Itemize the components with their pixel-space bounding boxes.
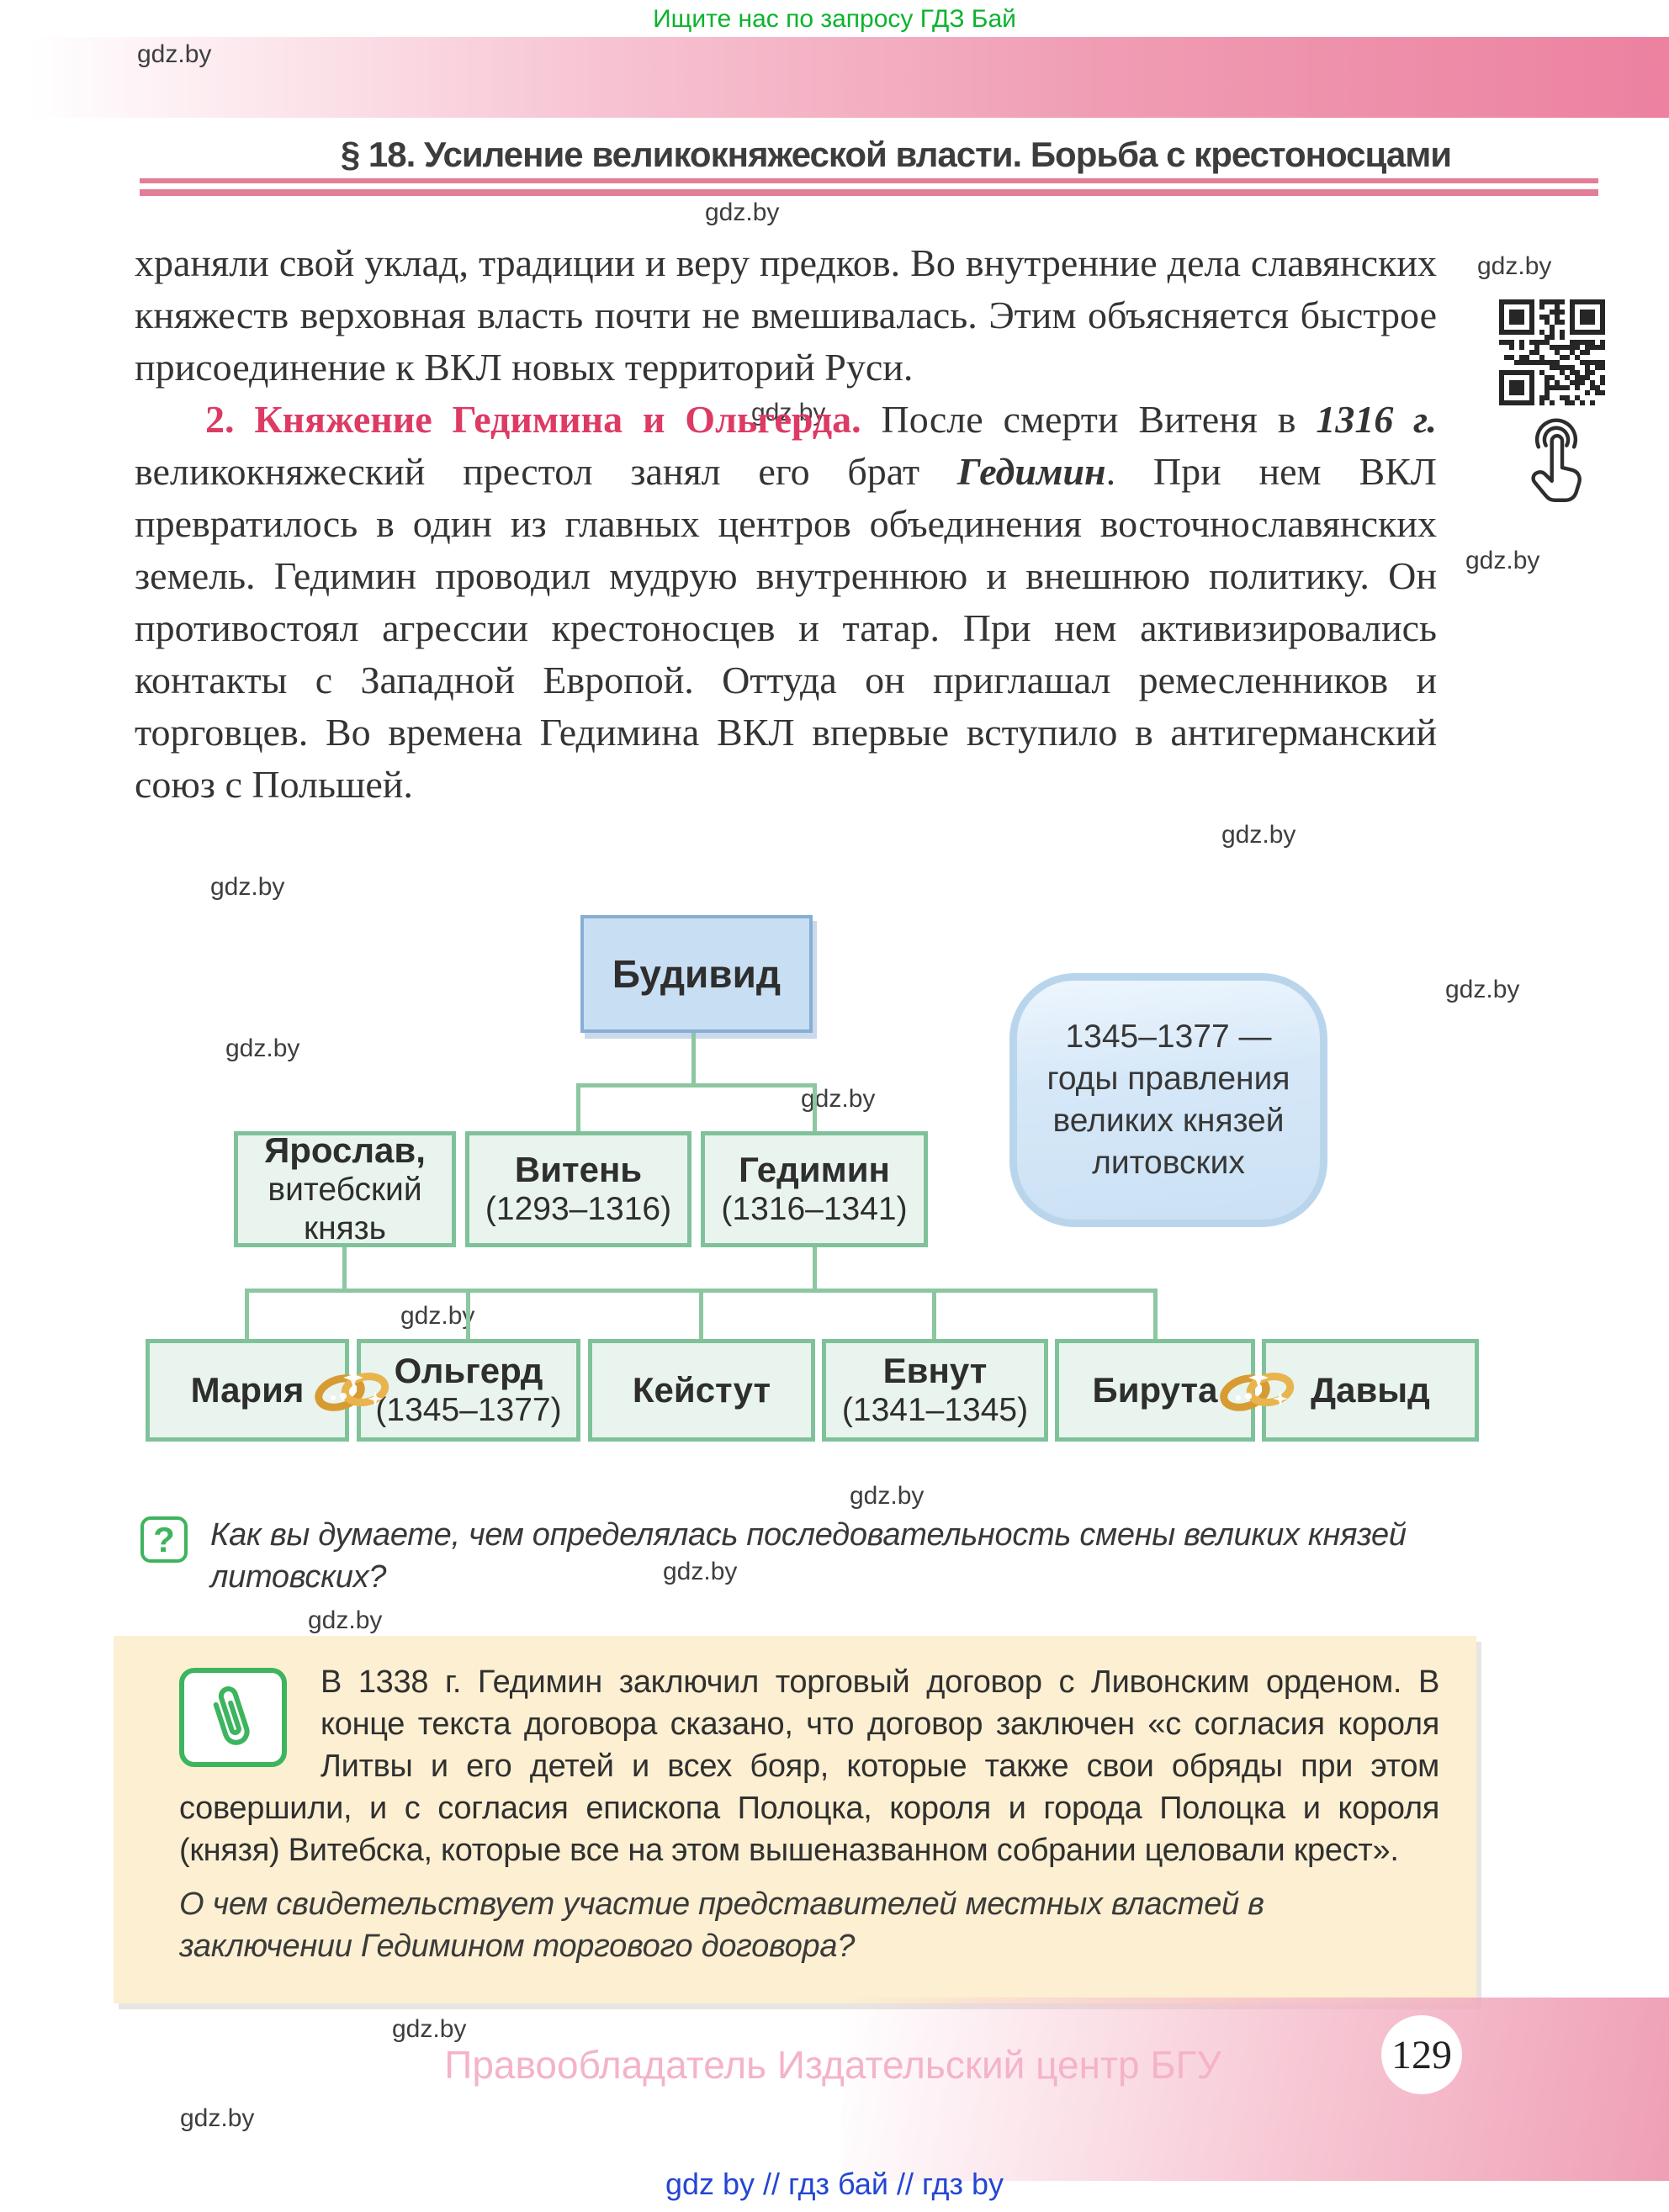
- watermark: gdz.by: [308, 1606, 383, 1634]
- watermark: gdz.by: [850, 1482, 925, 1510]
- promo-banner: Ищите нас по запросу ГДЗ Бай: [653, 5, 1016, 33]
- article-text: храняли свой уклад, традиции и веру пред…: [135, 237, 1437, 811]
- watermark: gdz.by: [210, 873, 285, 901]
- wedding-rings-icon: [1215, 1366, 1302, 1415]
- watermark: gdz.by: [180, 2104, 255, 2132]
- tree-connector: [576, 1083, 580, 1131]
- callout-bubble: 1345–1377 — годы правления великих князе…: [1009, 973, 1327, 1227]
- callout-line: 1345–1377 —: [1065, 1019, 1272, 1055]
- tree-connector: [576, 1083, 817, 1087]
- watermark: gdz.by: [1221, 821, 1296, 849]
- tree-node-name: Мария: [190, 1370, 305, 1410]
- tree-node-name: Бирута: [1092, 1370, 1218, 1410]
- tree-node-davyd: Давыд: [1262, 1339, 1479, 1442]
- tree-node-dates: (1316–1341): [721, 1191, 908, 1227]
- tree-node-name: Будивид: [612, 952, 782, 996]
- watermark: gdz.by: [137, 40, 212, 68]
- tree-node-budivid: Будивид: [580, 915, 813, 1033]
- tree-connector: [813, 1247, 817, 1289]
- wedding-rings-icon: [310, 1366, 397, 1415]
- question-mark-icon: ?: [140, 1516, 188, 1563]
- tree-node-evnut: Евнут (1341–1345): [822, 1339, 1048, 1442]
- watermark: gdz.by: [1477, 252, 1552, 280]
- source-quote: В 1338 г. Гедимин заключил торговый дого…: [179, 1664, 1439, 1868]
- tree-node-name: Ярослав,: [264, 1130, 426, 1170]
- tree-node-subtitle: витебский: [268, 1172, 422, 1208]
- divider-line-bottom: [140, 189, 1598, 196]
- tree-connector: [1153, 1289, 1158, 1339]
- watermark: gdz.by: [751, 399, 826, 426]
- divider-line-top: [140, 178, 1598, 183]
- tree-node-name: Ольгерд: [394, 1351, 543, 1390]
- tree-connector: [699, 1289, 703, 1339]
- tree-node-name: Евнут: [882, 1351, 988, 1390]
- footer-links[interactable]: gdz by // гдз бай // гдз by: [665, 2167, 1004, 2201]
- tree-node-keistut: Кейстут: [588, 1339, 815, 1442]
- watermark: gdz.by: [400, 1302, 475, 1330]
- tree-node-gedimin: Гедимин (1316–1341): [701, 1131, 928, 1247]
- tree-connector: [813, 1083, 817, 1131]
- question-text: Как вы думаете, чем определялась последо…: [210, 1517, 1407, 1595]
- paragraph-section-2: 2. Княжение Гедимина и Ольгерда. После с…: [135, 398, 1438, 806]
- watermark: gdz.by: [1445, 976, 1520, 1003]
- tree-node-olgerd: Ольгерд (1345–1377): [357, 1339, 580, 1442]
- tree-node-name: Кейстут: [632, 1370, 771, 1410]
- tree-node-name: Гедимин: [739, 1150, 890, 1189]
- callout-line: годы правления: [1046, 1061, 1290, 1097]
- source-box: В 1338 г. Гедимин заключил торговый дого…: [114, 1636, 1476, 2003]
- footer-pink-wash: [841, 1998, 1669, 2181]
- callout-text: 1345–1377 — годы правления великих князе…: [1017, 981, 1320, 1220]
- tree-node-viten: Витень (1293–1316): [465, 1131, 691, 1247]
- watermark: gdz.by: [705, 198, 780, 226]
- header-bar: [30, 37, 1669, 118]
- tree-node-dates: (1293–1316): [485, 1191, 672, 1227]
- callout-line: литовских: [1092, 1145, 1245, 1181]
- page-number: 129: [1381, 2015, 1462, 2094]
- tree-connector: [466, 1289, 470, 1339]
- copyright-text: Правообладатель Издательский центр БГУ: [444, 2043, 1221, 2087]
- tree-connector: [932, 1289, 936, 1339]
- watermark: gdz.by: [392, 2015, 467, 2043]
- watermark: gdz.by: [225, 1035, 300, 1062]
- watermark: gdz.by: [1465, 547, 1540, 574]
- callout-line: великих князей: [1052, 1103, 1285, 1139]
- tree-node-subtitle: князь: [304, 1210, 386, 1246]
- tree-connector: [691, 1033, 696, 1085]
- tap-hand-icon: [1519, 417, 1593, 506]
- tree-node-name: Витень: [514, 1150, 643, 1189]
- paperclip-icon: [179, 1668, 287, 1767]
- paragraph-continuation: храняли свой уклад, традиции и веру пред…: [135, 241, 1437, 389]
- qr-code: [1499, 299, 1605, 405]
- source-question: О чем свидетельствует участие представит…: [179, 1887, 1264, 1964]
- tree-connector: [245, 1289, 249, 1339]
- tree-node-yaroslav: Ярослав, витебский князь: [234, 1130, 456, 1247]
- tree-node-biruta: Бирута: [1055, 1339, 1255, 1442]
- tree-node-name: Давыд: [1311, 1370, 1430, 1410]
- tree-node-dates: (1345–1377): [375, 1392, 562, 1428]
- tree-node-dates: (1341–1345): [841, 1392, 1029, 1428]
- watermark: gdz.by: [663, 1558, 738, 1585]
- section-title: § 18. Усиление великокняжеской власти. Б…: [340, 135, 1452, 174]
- tree-connector: [342, 1247, 347, 1289]
